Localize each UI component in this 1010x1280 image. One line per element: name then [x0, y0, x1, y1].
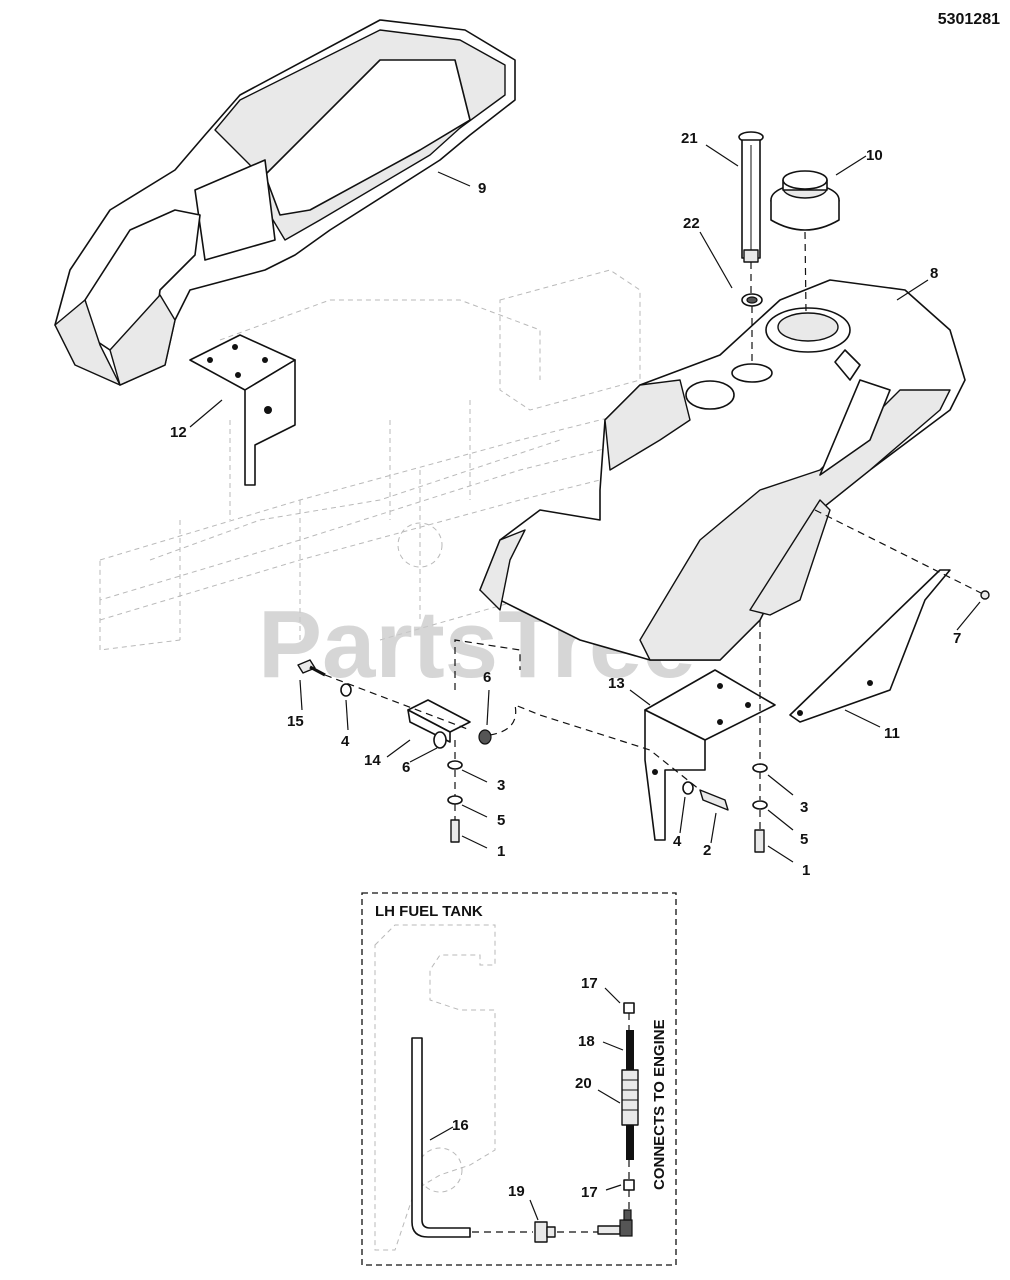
elbow-fitting: [597, 1209, 633, 1237]
callout-15: 15: [287, 713, 304, 730]
callout-11: 11: [884, 725, 900, 742]
callout-6-left: 6: [402, 759, 410, 776]
callout-13: 13: [608, 675, 625, 692]
callout-3-right: 3: [800, 799, 808, 816]
callout-4-right: 4: [673, 833, 682, 850]
callout-5-left: 5: [497, 812, 505, 829]
callout-17-bottom: 17: [581, 1184, 598, 1201]
callout-1-left: 1: [497, 843, 505, 860]
callout-6-right: 6: [483, 669, 491, 686]
callout-22: 22: [683, 215, 700, 232]
document-number: 5301281: [938, 11, 1000, 28]
callout-12: 12: [170, 424, 187, 441]
callout-17-top: 17: [581, 975, 598, 992]
callout-4-left: 4: [341, 733, 350, 750]
part-22-grommet: [741, 293, 763, 307]
callout-3-left: 3: [497, 777, 505, 794]
callout-7: 7: [953, 630, 961, 647]
part-19-shutoff: [534, 1221, 556, 1243]
inset-lh-fuel-tank: LH FUEL TANK 16 19 17: [361, 892, 677, 1266]
part-7-screw: [980, 590, 990, 600]
part-21-fuel-gauge: [738, 131, 764, 263]
callout-18: 18: [578, 1033, 595, 1050]
part-11-plate: [789, 569, 951, 723]
callout-1-right: 1: [802, 862, 810, 879]
assembly-lines: [324, 231, 986, 830]
callout-19: 19: [508, 1183, 525, 1200]
leader-lines: [189, 144, 981, 863]
callout-10: 10: [866, 147, 883, 164]
part-10-fuel-cap: [770, 170, 840, 231]
part-12-bracket: [189, 334, 296, 486]
part-13-bracket: [644, 669, 776, 841]
callout-14: 14: [364, 752, 381, 769]
inset-title: LH FUEL TANK: [375, 903, 483, 920]
part-8-fuel-tank: [479, 279, 966, 661]
hardware: [297, 659, 768, 853]
callout-5-right: 5: [800, 831, 808, 848]
callout-21: 21: [681, 130, 698, 147]
callout-8: 8: [930, 265, 938, 282]
part-14-bracket: [407, 699, 471, 749]
part-20-fuel-filter: [621, 1069, 639, 1126]
callout-20: 20: [575, 1075, 592, 1092]
part-9-shroud: [54, 19, 516, 386]
callout-16: 16: [452, 1117, 469, 1134]
callout-9: 9: [478, 180, 486, 197]
connects-to-engine-label: CONNECTS TO ENGINE: [651, 1019, 668, 1190]
part-16-fuel-line: [411, 1037, 471, 1238]
inset-border: [361, 892, 677, 1266]
part-18-fuel-hose: [626, 1030, 634, 1160]
callout-2: 2: [703, 842, 711, 859]
callouts: 9 21 10 22 8 12 7 11 13 15 4 14 6 6 3 5 …: [170, 130, 961, 879]
